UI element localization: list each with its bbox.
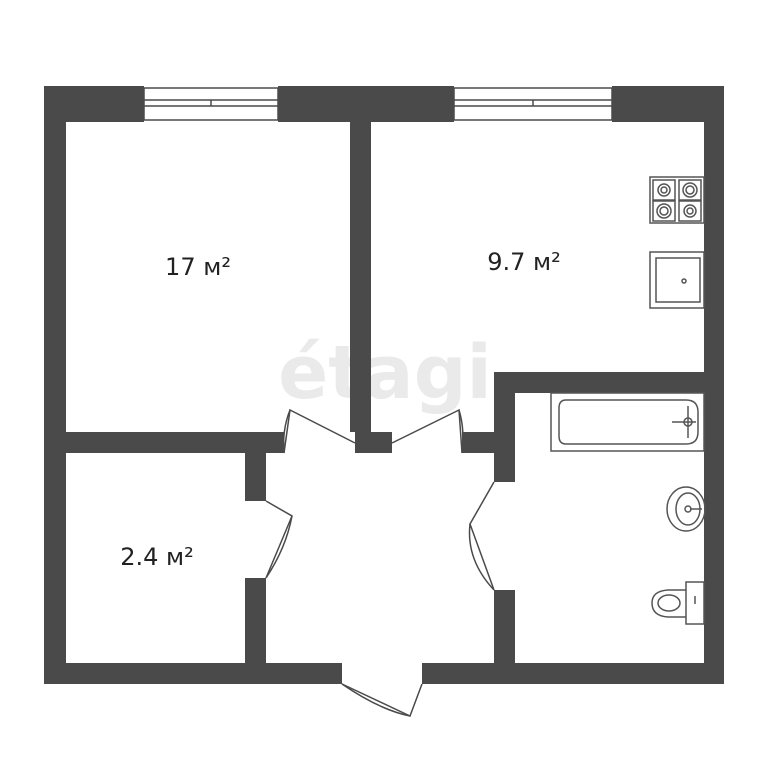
stove-icon: [649, 176, 705, 224]
watermark: étagi: [278, 330, 492, 416]
storage-area-label: 2.4 м²: [120, 543, 194, 571]
toilet-icon: [651, 581, 705, 625]
window-right: [453, 87, 613, 121]
washbasin-icon: [666, 486, 706, 532]
room-area-label: 17 м²: [165, 253, 231, 281]
interior-walls: [66, 120, 704, 665]
kitchen-sink-icon: [649, 251, 705, 309]
bathtub-icon: [550, 392, 705, 452]
exterior-walls: [44, 86, 724, 684]
window-left: [143, 87, 279, 121]
door-swings: [265, 408, 495, 718]
kitchen-area-label: 9.7 м²: [487, 248, 561, 276]
